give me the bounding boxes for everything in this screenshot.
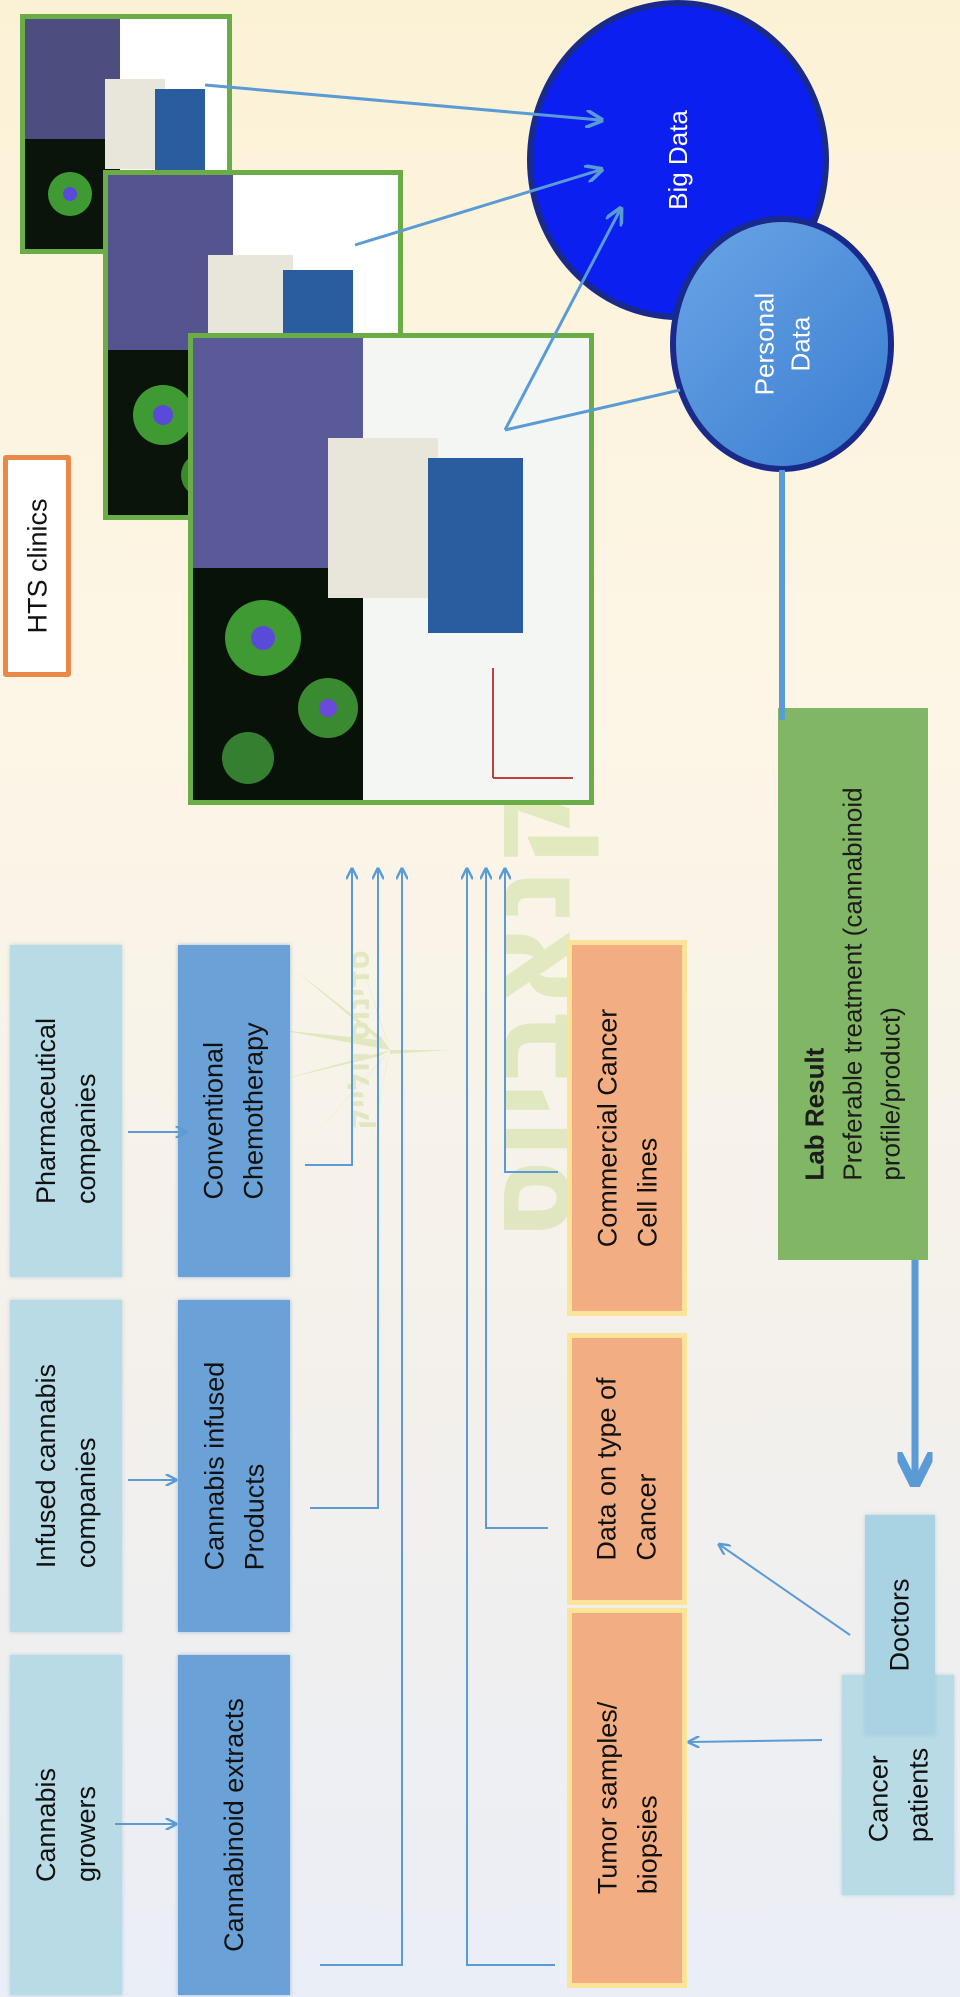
source-box-infused-companies: Infused cannabis companies (10, 1300, 122, 1632)
input-cancer-type-line2: Cancer (632, 1473, 662, 1561)
doctors-box: Doctors (865, 1515, 935, 1735)
hts-screenshot-1 (188, 333, 594, 805)
input-box-tumor: Tumor samples/biopsies (567, 1608, 687, 1988)
watermark-subtext: סדינוס וולייק (342, 949, 377, 1131)
product-infused-line1: Cannabis infused (199, 1361, 229, 1571)
source-growers-line1: Cannabis (31, 1767, 62, 1883)
doctors-label: Doctors (885, 1578, 915, 1672)
patients-line1: Cancer (862, 1755, 893, 1843)
product-extracts-line1: Cannabinoid extracts (219, 1698, 249, 1952)
lab-result-title: Lab Result (800, 1047, 830, 1181)
personal-data-label-2: Data (785, 316, 815, 372)
product-box-infused: Cannabis infused Products (178, 1300, 290, 1632)
big-data-label: Big Data (662, 110, 693, 210)
source-pharma-line1: Pharmaceutical (31, 1017, 61, 1205)
source-box-pharma: Pharmaceutical companies (10, 945, 122, 1277)
hts-clinics-label: HTS clinics (22, 498, 53, 634)
input-tumor-line1: Tumor samples/ (592, 1701, 623, 1895)
product-chemo-line2: Chemotherapy (239, 1022, 270, 1200)
hts-instrument-image (193, 338, 589, 800)
source-growers-line2: growers (71, 1786, 102, 1883)
lab-result-line2: profile/product) (876, 1007, 906, 1181)
source-infused-line2: companies (71, 1437, 101, 1569)
personal-data-circle: Personal Data (670, 216, 894, 472)
input-cell-lines-line2: Cell lines (632, 1137, 662, 1248)
source-infused-line1: Infused cannabis (31, 1363, 61, 1569)
lab-result-box: Lab Result Preferable treatment (cannabi… (778, 708, 928, 1260)
input-tumor-line2: biopsies (632, 1795, 663, 1895)
product-box-extracts: Cannabinoid extracts (178, 1655, 290, 1995)
input-box-cancer-type: Data on type of Cancer (567, 1333, 687, 1605)
input-cell-lines-line1: Commercial Cancer (592, 1008, 622, 1248)
product-infused-line2: Products (239, 1463, 269, 1571)
patients-line2: patients (902, 1747, 933, 1843)
hts-clinics-box: HTS clinics (3, 455, 71, 677)
input-cancer-type-line1: Data on type of (592, 1377, 622, 1561)
source-box-growers: Cannabis growers (10, 1655, 122, 1995)
product-box-chemo: Conventional Chemotherapy (178, 945, 290, 1277)
personal-data-label-1: Personal (749, 292, 779, 396)
source-pharma-line2: companies (71, 1073, 101, 1205)
lab-result-line1: Preferable treatment (cannabinoid (838, 787, 868, 1181)
product-chemo-line1: Conventional (199, 1041, 230, 1200)
